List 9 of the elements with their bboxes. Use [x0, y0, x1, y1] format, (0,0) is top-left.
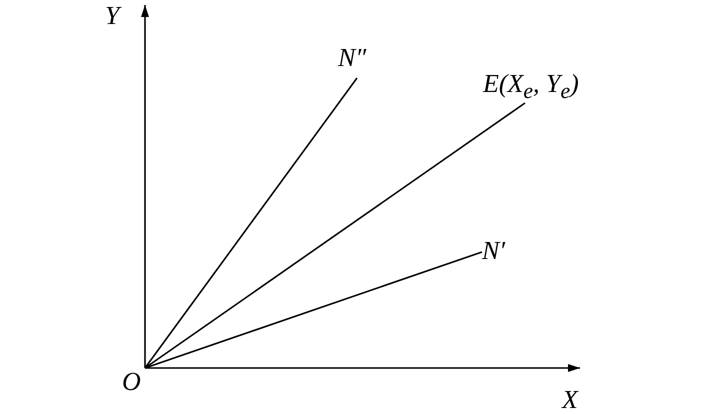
origin-label: O [122, 368, 141, 396]
point-label: E(X$_{e}$, Y$_{e}$) [483, 70, 579, 106]
line-segment [144, 102, 526, 369]
line-segment [144, 78, 358, 368]
point-label: N′ [482, 237, 506, 265]
axis-label: X [562, 386, 578, 414]
line-segment [144, 251, 482, 369]
point-label: N″ [338, 44, 366, 72]
axis-label: Y [105, 2, 120, 30]
